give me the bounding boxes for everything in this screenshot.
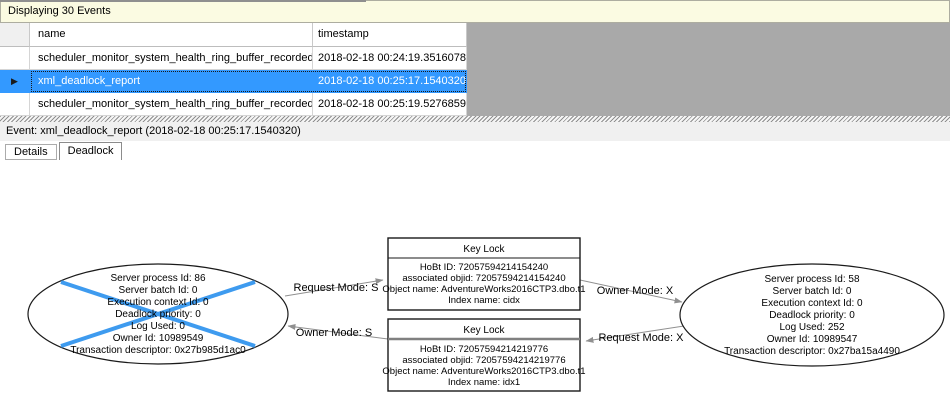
row-selector-cell[interactable]: ▶ [0, 70, 30, 93]
edge-label-owner-x: Owner Mode: X [597, 285, 674, 297]
svg-text:Index name: idx1: Index name: idx1 [448, 377, 520, 388]
event-name-cell[interactable]: scheduler_monitor_system_health_ring_buf… [30, 93, 313, 116]
edge-label-request-s: Request Mode: S [294, 282, 379, 294]
edge-process1-requests-resource1 [284, 278, 384, 297]
deadlock-graph-pane: Server process Id: 86 Server batch Id: 0… [0, 160, 950, 400]
resource-node-2: Key Lock HoBt ID: 72057594214219776 asso… [382, 318, 586, 392]
resource-node-1: Key Lock HoBt ID: 72057594214154240 asso… [382, 237, 586, 311]
grid-header-row: name timestamp [0, 23, 467, 47]
events-count-label: Displaying 30 Events [8, 5, 111, 17]
process-node-victim: Server process Id: 86 Server batch Id: 0… [27, 263, 289, 365]
table-row-selected[interactable]: ▶ xml_deadlock_report 2018-02-18 00:25:1… [0, 70, 467, 93]
svg-text:Owner Id: 10989549: Owner Id: 10989549 [113, 333, 204, 344]
timestamp-cell[interactable]: 2018-02-18 00:25:17.1540320 [313, 70, 467, 93]
tab-strip: Details Deadlock [0, 141, 950, 160]
column-header-name[interactable]: name [30, 23, 313, 47]
svg-text:Index name: cidx: Index name: cidx [448, 295, 520, 306]
svg-text:HoBt ID: 72057594214154240: HoBt ID: 72057594214154240 [420, 262, 548, 273]
svg-text:Object name: AdventureWorks201: Object name: AdventureWorks2016CTP3.dbo.… [382, 366, 585, 377]
row-selector-header [0, 23, 30, 47]
current-row-arrow-icon: ▶ [11, 76, 18, 86]
svg-text:Execution context Id: 0: Execution context Id: 0 [761, 298, 863, 309]
column-header-timestamp[interactable]: timestamp [313, 23, 467, 47]
row-selector-cell[interactable] [0, 93, 30, 116]
timestamp-cell[interactable]: 2018-02-18 00:24:19.3516078 [313, 47, 467, 70]
timestamp-cell[interactable]: 2018-02-18 00:25:19.5276859 [313, 93, 467, 116]
event-name-cell[interactable]: xml_deadlock_report [30, 70, 313, 93]
event-name-cell[interactable]: scheduler_monitor_system_health_ring_buf… [30, 47, 313, 70]
row-selector-cell[interactable] [0, 47, 30, 70]
svg-text:Server batch Id: 0: Server batch Id: 0 [773, 286, 852, 297]
svg-text:Log Used: 0: Log Used: 0 [131, 321, 185, 332]
svg-text:Key Lock: Key Lock [463, 325, 505, 336]
svg-text:associated objid: 720575942141: associated objid: 72057594214154240 [402, 273, 565, 284]
tab-details[interactable]: Details [5, 144, 57, 160]
edge-resource1-owned-by-process2 [579, 279, 683, 304]
process-node-2: Server process Id: 58 Server batch Id: 0… [679, 263, 945, 367]
victim-cross-icon [60, 280, 256, 348]
svg-text:Deadlock priority: 0: Deadlock priority: 0 [769, 310, 855, 321]
svg-text:Transaction descriptor: 0x27ba: Transaction descriptor: 0x27ba15a4490 [724, 346, 900, 357]
grid-splitter[interactable] [0, 116, 950, 122]
svg-text:Key Lock: Key Lock [463, 244, 505, 255]
svg-text:Server process Id: 86: Server process Id: 86 [110, 273, 205, 284]
edge-resource2-owned-by-process1 [287, 323, 389, 340]
svg-text:associated objid: 720575942142: associated objid: 72057594214219776 [402, 355, 565, 366]
svg-text:Deadlock priority: 0: Deadlock priority: 0 [115, 309, 201, 320]
edge-label-request-x: Request Mode: X [599, 332, 685, 344]
event-summary-label: Event: xml_deadlock_report (2018-02-18 0… [6, 125, 301, 137]
events-grid: name timestamp scheduler_monitor_system_… [0, 23, 950, 116]
svg-text:Object name: AdventureWorks201: Object name: AdventureWorks2016CTP3.dbo.… [382, 284, 585, 295]
svg-text:Server batch Id: 0: Server batch Id: 0 [119, 285, 198, 296]
edge-label-owner-s: Owner Mode: S [296, 327, 372, 339]
deadlock-graph: Server process Id: 86 Server batch Id: 0… [27, 237, 945, 392]
table-row[interactable]: scheduler_monitor_system_health_ring_buf… [0, 47, 467, 70]
table-row[interactable]: scheduler_monitor_system_health_ring_buf… [0, 93, 467, 116]
svg-text:Server process Id: 58: Server process Id: 58 [764, 274, 859, 285]
svg-text:Owner Id: 10989547: Owner Id: 10989547 [767, 334, 858, 345]
svg-text:HoBt ID: 72057594214219776: HoBt ID: 72057594214219776 [420, 344, 548, 355]
svg-text:Transaction descriptor: 0x27b9: Transaction descriptor: 0x27b985d1ac0 [70, 345, 246, 356]
event-summary-bar: Event: xml_deadlock_report (2018-02-18 0… [0, 122, 950, 141]
tab-deadlock[interactable]: Deadlock [58, 142, 123, 160]
events-count-bar: Displaying 30 Events [0, 0, 950, 23]
svg-text:Execution context Id: 0: Execution context Id: 0 [107, 297, 209, 308]
top-border-strip [0, 0, 366, 2]
svg-text:Log Used: 252: Log Used: 252 [779, 322, 844, 333]
edge-process2-requests-resource2 [585, 325, 685, 343]
